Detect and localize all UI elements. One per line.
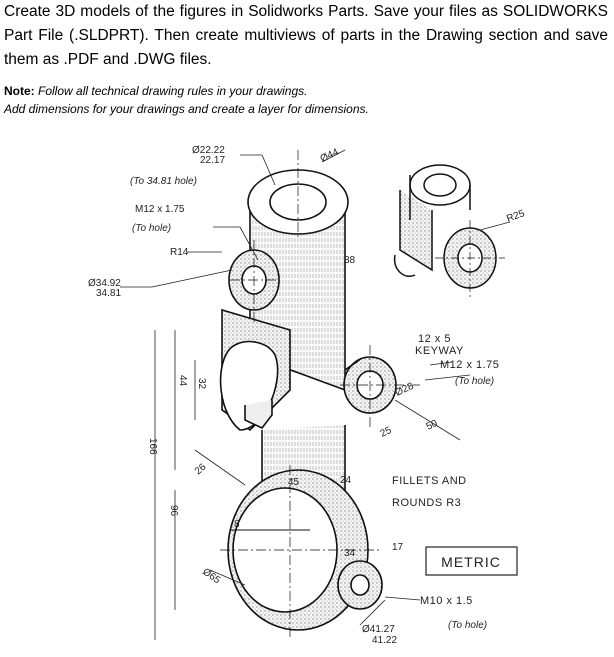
dim-25: 25	[379, 425, 394, 440]
dim-d41-top: Ø41.27	[362, 624, 395, 635]
instructions-line-1: Create 3D models of the figures in Solid…	[4, 3, 498, 20]
dim-d41-bottom: 41.22	[372, 635, 397, 646]
dim-r14: R14	[170, 247, 189, 258]
note-label: Note:	[4, 84, 35, 98]
dim-26: 26	[193, 461, 209, 477]
dim-m12-right: M12 x 1.75	[440, 359, 499, 371]
inset-part	[393, 164, 505, 300]
main-part	[219, 150, 420, 640]
dim-keyway-size: 12 x 5	[418, 333, 451, 345]
note-line-2: Add dimensions for your drawings and cre…	[4, 100, 369, 118]
technical-drawing: Ø22.22 22.17 (To 34.81 hole) M12 x 1.75 …	[88, 145, 527, 646]
dim-17: 17	[392, 542, 404, 553]
dim-m12-right-note: (To hole)	[455, 376, 494, 387]
dim-34: 34	[344, 548, 356, 559]
dim-8: 8	[234, 519, 240, 530]
instructions-line-2: SOLIDWORKS Part File (.SLDPRT). Then cre…	[4, 3, 608, 44]
dim-d28: Ø28	[394, 381, 416, 399]
dim-50: 50	[425, 418, 440, 433]
dim-96: 96	[168, 505, 179, 517]
dim-d34-bottom: 34.81	[96, 288, 121, 299]
note-text-2: Add dimensions for your drawings and cre…	[4, 102, 369, 116]
metric-badge: METRIC	[425, 546, 518, 576]
fillets-line-2: ROUNDS R3	[392, 497, 461, 509]
dim-m10-note: (To hole)	[448, 620, 487, 631]
dim-38: 38	[344, 255, 356, 266]
dim-166: 166	[147, 438, 158, 455]
dim-m10: M10 x 1.5	[420, 595, 473, 607]
dimension-lines	[120, 149, 511, 640]
fillets-line-1: FILLETS AND	[392, 475, 467, 487]
instructions-paragraph: Create 3D models of the figures in Solid…	[4, 0, 608, 72]
metric-label: METRIC	[441, 554, 501, 570]
dim-m12-top-note: (To hole)	[132, 223, 171, 234]
dim-d65: Ø65	[200, 566, 222, 586]
dim-32: 32	[196, 378, 207, 390]
dim-45: 45	[288, 477, 300, 488]
dim-d34-top: Ø34.92	[88, 278, 121, 289]
dim-44-vertical: 44	[177, 375, 188, 387]
dim-r25: R25	[505, 208, 526, 225]
instructions-line-3: section and save them as .PDF and .DWG f…	[4, 27, 608, 68]
dim-24: 24	[340, 475, 352, 486]
note-text-1: Follow all technical drawing rules in yo…	[38, 84, 308, 98]
note-block: Note: Follow all technical drawing rules…	[4, 82, 369, 118]
dim-keyway-label: KEYWAY	[415, 345, 464, 357]
dim-d22-note: (To 34.81 hole)	[130, 176, 197, 187]
dim-m12-top: M12 x 1.75	[135, 204, 185, 215]
dim-d22-bottom: 22.17	[200, 155, 225, 166]
dimension-labels: Ø22.22 22.17 (To 34.81 hole) M12 x 1.75 …	[88, 145, 527, 646]
dim-d44: Ø44	[319, 147, 341, 165]
note-line-1: Note: Follow all technical drawing rules…	[4, 82, 369, 100]
dim-d22-top: Ø22.22	[192, 145, 225, 156]
